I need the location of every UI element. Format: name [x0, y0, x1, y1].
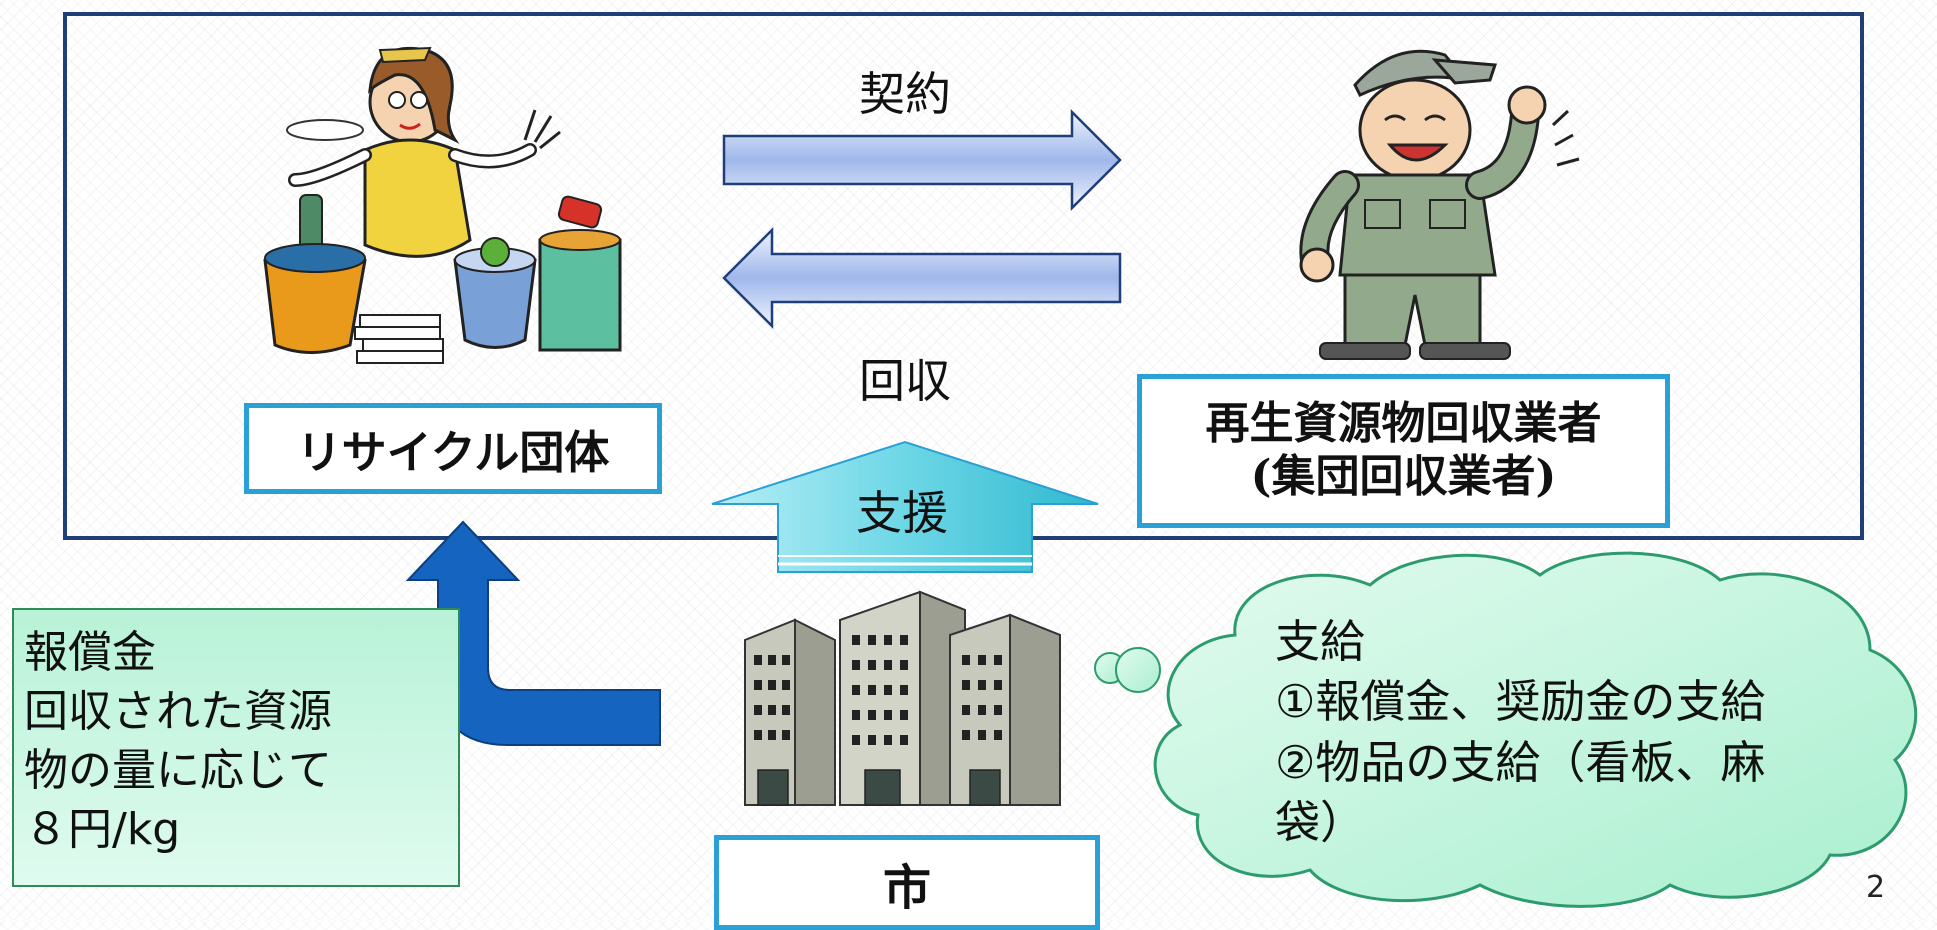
recycling-woman-illustration [263, 46, 622, 364]
reward-rate: ８円/kg [24, 803, 181, 855]
recycling-group-label: リサイクル団体 [296, 426, 610, 479]
collection-label: 回収 [859, 354, 951, 408]
vendor-box: 再生資源物回収業者 (集団回収業者) [1137, 374, 1670, 528]
contract-arrow [722, 108, 1122, 212]
collection-arrow [722, 226, 1122, 330]
provision-item: ①報償金、奨励金の支給 [1275, 675, 1766, 729]
city-hall-buildings-icon [744, 590, 1061, 806]
reward-note-box: 報償金 回収された資源 物の量に応じて ８円/kg [12, 608, 460, 887]
city-box: 市 [714, 835, 1100, 930]
city-label: 市 [882, 859, 931, 916]
reward-title: 報償金 [24, 627, 156, 678]
reward-line: 物の量に応じて [24, 744, 332, 796]
provision-cloud [1094, 551, 1918, 908]
support-arrow [711, 440, 1099, 573]
page-number: 2 [1866, 870, 1886, 905]
vendor-alias: (集団回収業者) [1250, 451, 1557, 502]
support-label: 支援 [856, 486, 948, 540]
provision-item-continued: 袋） [1275, 795, 1366, 849]
provision-note: 支給 ①報償金、奨励金の支給 ②物品の支給（看板、麻 袋） [1275, 612, 1875, 853]
contract-label: 契約 [859, 67, 951, 121]
provision-item: ②物品の支給（看板、麻 [1275, 735, 1766, 789]
collection-worker-illustration [1299, 49, 1580, 360]
vendor-name: 再生資源物回収業者 [1205, 398, 1602, 450]
reward-line: 回収された資源 [24, 685, 332, 737]
provision-title: 支給 [1275, 615, 1366, 668]
recycling-group-box: リサイクル団体 [244, 403, 662, 494]
